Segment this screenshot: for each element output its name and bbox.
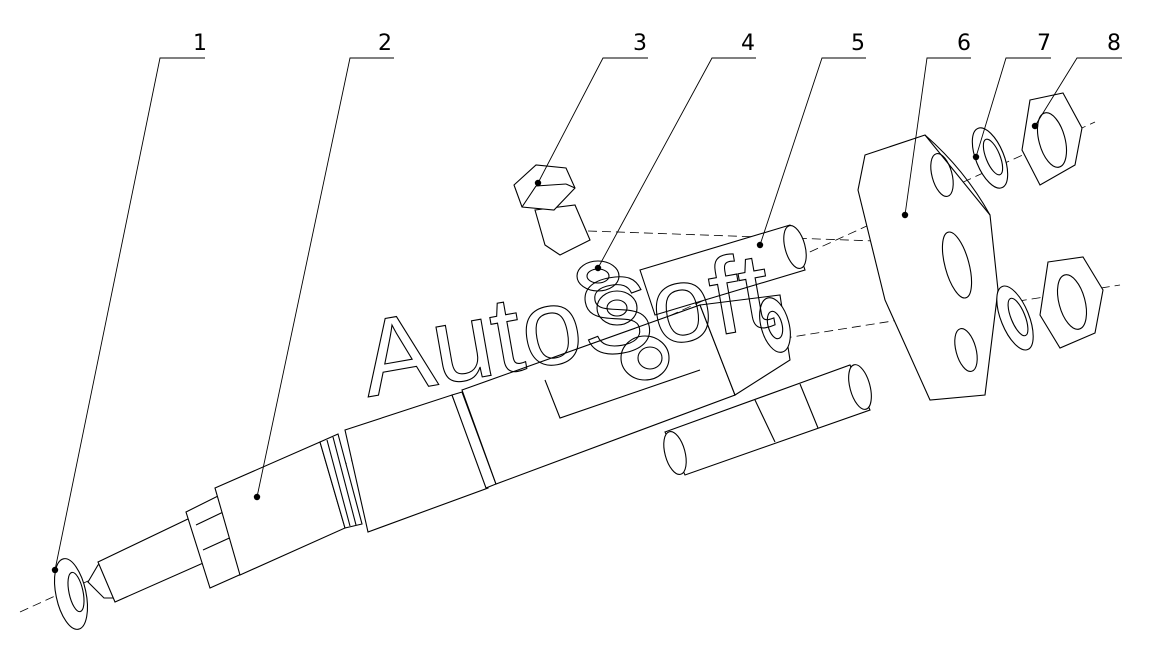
callout-2: 2 [378, 31, 392, 56]
injector-body-part [87, 224, 807, 603]
leader-dots [51, 122, 1039, 574]
hex-nut-part [1021, 92, 1104, 349]
callout-5: 5 [851, 31, 865, 56]
stud-part [663, 364, 872, 476]
mounting-flange-part [857, 134, 999, 401]
nozzle-washer-part [53, 558, 89, 630]
callout-6: 6 [957, 31, 971, 56]
callout-8: 8 [1107, 31, 1121, 56]
callout-numbers: 1 2 3 4 5 6 7 8 [193, 31, 1121, 56]
banjo-bolt-part [513, 164, 591, 256]
callout-4: 4 [741, 31, 755, 56]
callout-1: 1 [193, 31, 207, 56]
leader-lines [54, 57, 1122, 571]
callout-7: 7 [1037, 31, 1051, 56]
spring-washer-part [971, 127, 1034, 351]
sealing-washer-part [576, 260, 638, 326]
callout-3: 3 [633, 31, 647, 56]
